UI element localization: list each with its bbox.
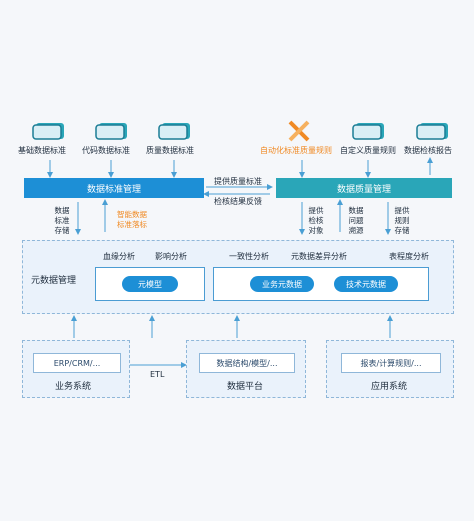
- data-quality-management-bar: 数据质量管理: [276, 178, 452, 198]
- provide-quality-standard-label: 提供质量标准: [214, 177, 262, 186]
- metadata-management-title: 元数据管理: [31, 276, 77, 286]
- data-issue-trace-label: 数据 问题 溯源: [348, 206, 364, 235]
- impact-analysis-label: 影响分析: [155, 252, 187, 261]
- icon-label-quality-standard: 质量数据标准: [146, 146, 194, 155]
- tools-icon: [286, 118, 312, 144]
- application-system-title: 应用系统: [371, 382, 408, 392]
- database-icon: [30, 120, 70, 142]
- business-system-panel: ERP/CRM/... 业务系统: [22, 340, 130, 398]
- icon-label-code-standard: 代码数据标准: [82, 146, 130, 155]
- table-degree-analysis-label: 表程度分析: [389, 252, 429, 261]
- database-icon: [350, 120, 390, 142]
- database-icon: [93, 120, 133, 142]
- data-platform-panel: 数据结构/模型/... 数据平台: [186, 340, 306, 398]
- data-structure-model-box: 数据结构/模型/...: [199, 353, 295, 373]
- check-result-feedback-label: 检核结果反馈: [214, 197, 262, 206]
- business-system-title: 业务系统: [55, 382, 92, 392]
- metadata-management-panel: 元数据管理 血缘分析 影响分析 一致性分析 元数据差异分析 表程度分析 元模型 …: [22, 240, 454, 314]
- meta-model-pill[interactable]: 元模型: [122, 276, 178, 292]
- lineage-analysis-label: 血缘分析: [103, 252, 135, 261]
- metadata-diff-analysis-label: 元数据差异分析: [291, 252, 347, 261]
- database-icon: [156, 120, 196, 142]
- data-platform-title: 数据平台: [227, 382, 264, 392]
- data-standard-management-bar: 数据标准管理: [24, 178, 204, 198]
- erp-crm-box: ERP/CRM/...: [33, 353, 121, 373]
- icon-label-check-report: 数据检核报告: [404, 146, 452, 155]
- database-icon: [414, 120, 454, 142]
- meta-model-box: 元模型: [95, 267, 205, 301]
- provide-rule-storage-label: 提供 规则 存储: [394, 206, 410, 235]
- business-metadata-pill[interactable]: 业务元数据: [250, 276, 314, 292]
- icon-label-basic-standard: 基础数据标准: [18, 146, 66, 155]
- standard-storage-label: 数据 标准 存储: [54, 206, 70, 235]
- icon-label-auto-rules: 自动化标准质量规则: [260, 146, 332, 155]
- smart-standard-landing-label: 智能数据 标准落标: [117, 210, 147, 229]
- etl-label: ETL: [150, 370, 165, 379]
- business-technical-metadata-box: 业务元数据 技术元数据: [213, 267, 429, 301]
- icon-label-custom-rules: 自定义质量规则: [340, 146, 396, 155]
- application-system-panel: 报表/计算规则/... 应用系统: [326, 340, 454, 398]
- consistency-analysis-label: 一致性分析: [229, 252, 269, 261]
- technical-metadata-pill[interactable]: 技术元数据: [334, 276, 398, 292]
- provide-check-object-label: 提供 检核 对象: [308, 206, 324, 235]
- report-calc-rules-box: 报表/计算规则/...: [341, 353, 441, 373]
